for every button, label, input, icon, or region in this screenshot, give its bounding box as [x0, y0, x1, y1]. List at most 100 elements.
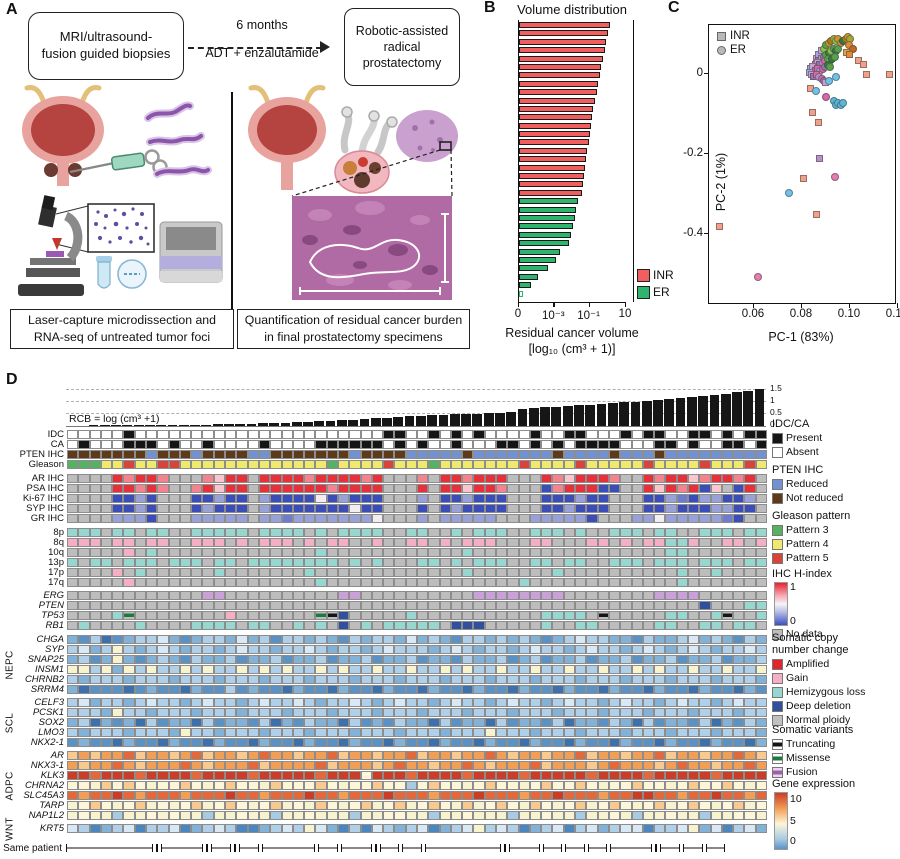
- heatmap-cell: [270, 460, 282, 469]
- heatmap-cell: [179, 751, 192, 760]
- heatmap-cell: [642, 514, 655, 523]
- heatmap-cell: [507, 791, 519, 800]
- heatmap-cell: [349, 504, 361, 513]
- heatmap-cell: [428, 460, 440, 469]
- heatmap-cell: [315, 635, 327, 644]
- heatmap-cell: [439, 504, 451, 513]
- heatmap-cell: [281, 635, 293, 644]
- heatmap-cell: [146, 430, 158, 439]
- y-tick-label: -0.2: [683, 147, 703, 159]
- heatmap-cell: [699, 718, 711, 727]
- heatmap-cell: [123, 460, 135, 469]
- heatmap-cell: [100, 751, 113, 760]
- heatmap-cell: [78, 738, 90, 747]
- heatmap-cell: [597, 494, 609, 503]
- heatmap-cell: [507, 675, 519, 684]
- heatmap-cell: [236, 440, 248, 449]
- heatmap-cell: [394, 771, 406, 780]
- heatmap-cell: [496, 558, 508, 567]
- heatmap-cell: [168, 771, 180, 780]
- heatmap-cell: [586, 645, 598, 654]
- heatmap-cell: [642, 811, 655, 820]
- heatmap-row: KRT5: [2, 824, 767, 833]
- heatmap-cell: [439, 440, 451, 449]
- heatmap-cell: [134, 801, 147, 810]
- row-label: LMO3: [38, 726, 64, 738]
- heatmap-cell: [687, 698, 700, 707]
- heatmap-cell: [439, 558, 451, 567]
- arrow-label-bottom: ADT + enzalutamide: [205, 46, 319, 60]
- heatmap-cell: [157, 621, 169, 630]
- heatmap-cell: [168, 791, 180, 800]
- heatmap-cell: [416, 771, 429, 780]
- heatmap-cell: [281, 751, 293, 760]
- heatmap-cell: [620, 728, 632, 737]
- heatmap-cell: [157, 450, 169, 459]
- patient-bracket: [705, 844, 726, 852]
- heatmap-cell: [687, 751, 700, 760]
- rcb-bar: [246, 423, 257, 426]
- heatmap-cell: [428, 504, 440, 513]
- heatmap-cell: [292, 440, 305, 449]
- heatmap-cell: [416, 751, 429, 760]
- heatmap-cell: [394, 824, 406, 833]
- heatmap-cell: [541, 494, 553, 503]
- heatmap-cell: [721, 801, 734, 810]
- heatmap-cell: [507, 460, 519, 469]
- heatmap-cell: [721, 484, 734, 493]
- heatmap-cell: [496, 791, 508, 800]
- heatmap-cell: [213, 494, 226, 503]
- heatmap-cell: [281, 440, 293, 449]
- heatmap-cell: [721, 761, 734, 770]
- heatmap-cell: [665, 450, 677, 459]
- heatmap-cell: [213, 528, 226, 537]
- heatmap-cell: [586, 685, 598, 694]
- heatmap-cell: [654, 538, 666, 547]
- heatmap-cell: [529, 655, 542, 664]
- heatmap-cell: [687, 548, 700, 557]
- heatmap-cell: [496, 548, 508, 557]
- heatmap-cell: [281, 568, 293, 577]
- heatmap-cell: [507, 635, 519, 644]
- heatmap-cell: [496, 568, 508, 577]
- heatmap-cell: [484, 440, 497, 449]
- heatmap-cell: [552, 611, 564, 620]
- heatmap-cell: [157, 698, 169, 707]
- heatmap-row: PTEN: [2, 601, 767, 610]
- heatmap-cell: [586, 548, 598, 557]
- heatmap-cell: [416, 675, 429, 684]
- heatmap-cell: [89, 514, 101, 523]
- heatmap-cell: [146, 635, 158, 644]
- y-tick: [704, 73, 709, 75]
- heatmap-cell: [699, 811, 711, 820]
- heatmap-cell: [744, 801, 756, 810]
- heatmap-cell: [450, 665, 463, 674]
- box2-line1: Robotic-assisted: [355, 23, 449, 38]
- heatmap-cell: [258, 645, 271, 654]
- inr-swatch: [637, 268, 650, 282]
- whole-mount-slide-icon: [291, 110, 458, 197]
- heatmap-cell: [281, 645, 293, 654]
- heatmap-cell: [326, 824, 338, 833]
- heatmap-cell: [236, 708, 248, 717]
- heatmap-cell: [157, 675, 169, 684]
- heatmap-cell: [699, 621, 711, 630]
- heatmap-cell: [349, 751, 361, 760]
- heatmap-cell: [236, 698, 248, 707]
- patient-bracket: [379, 844, 400, 852]
- heatmap-cell: [270, 791, 282, 800]
- y-tick-label: 0: [696, 67, 703, 79]
- volume-bar-er: [519, 231, 572, 238]
- heatmap-cell: [213, 430, 226, 439]
- heatmap-cell: [326, 548, 338, 557]
- heatmap-cell: [484, 824, 497, 833]
- heatmap-cell: [292, 655, 305, 664]
- heatmap-cell: [191, 430, 203, 439]
- heatmap-cell: [112, 474, 124, 483]
- heatmap-cell: [202, 761, 214, 770]
- heatmap-cell: [518, 538, 530, 547]
- heatmap-cell: [179, 675, 192, 684]
- heatmap-cell: [755, 591, 767, 600]
- heatmap-cell: [699, 538, 711, 547]
